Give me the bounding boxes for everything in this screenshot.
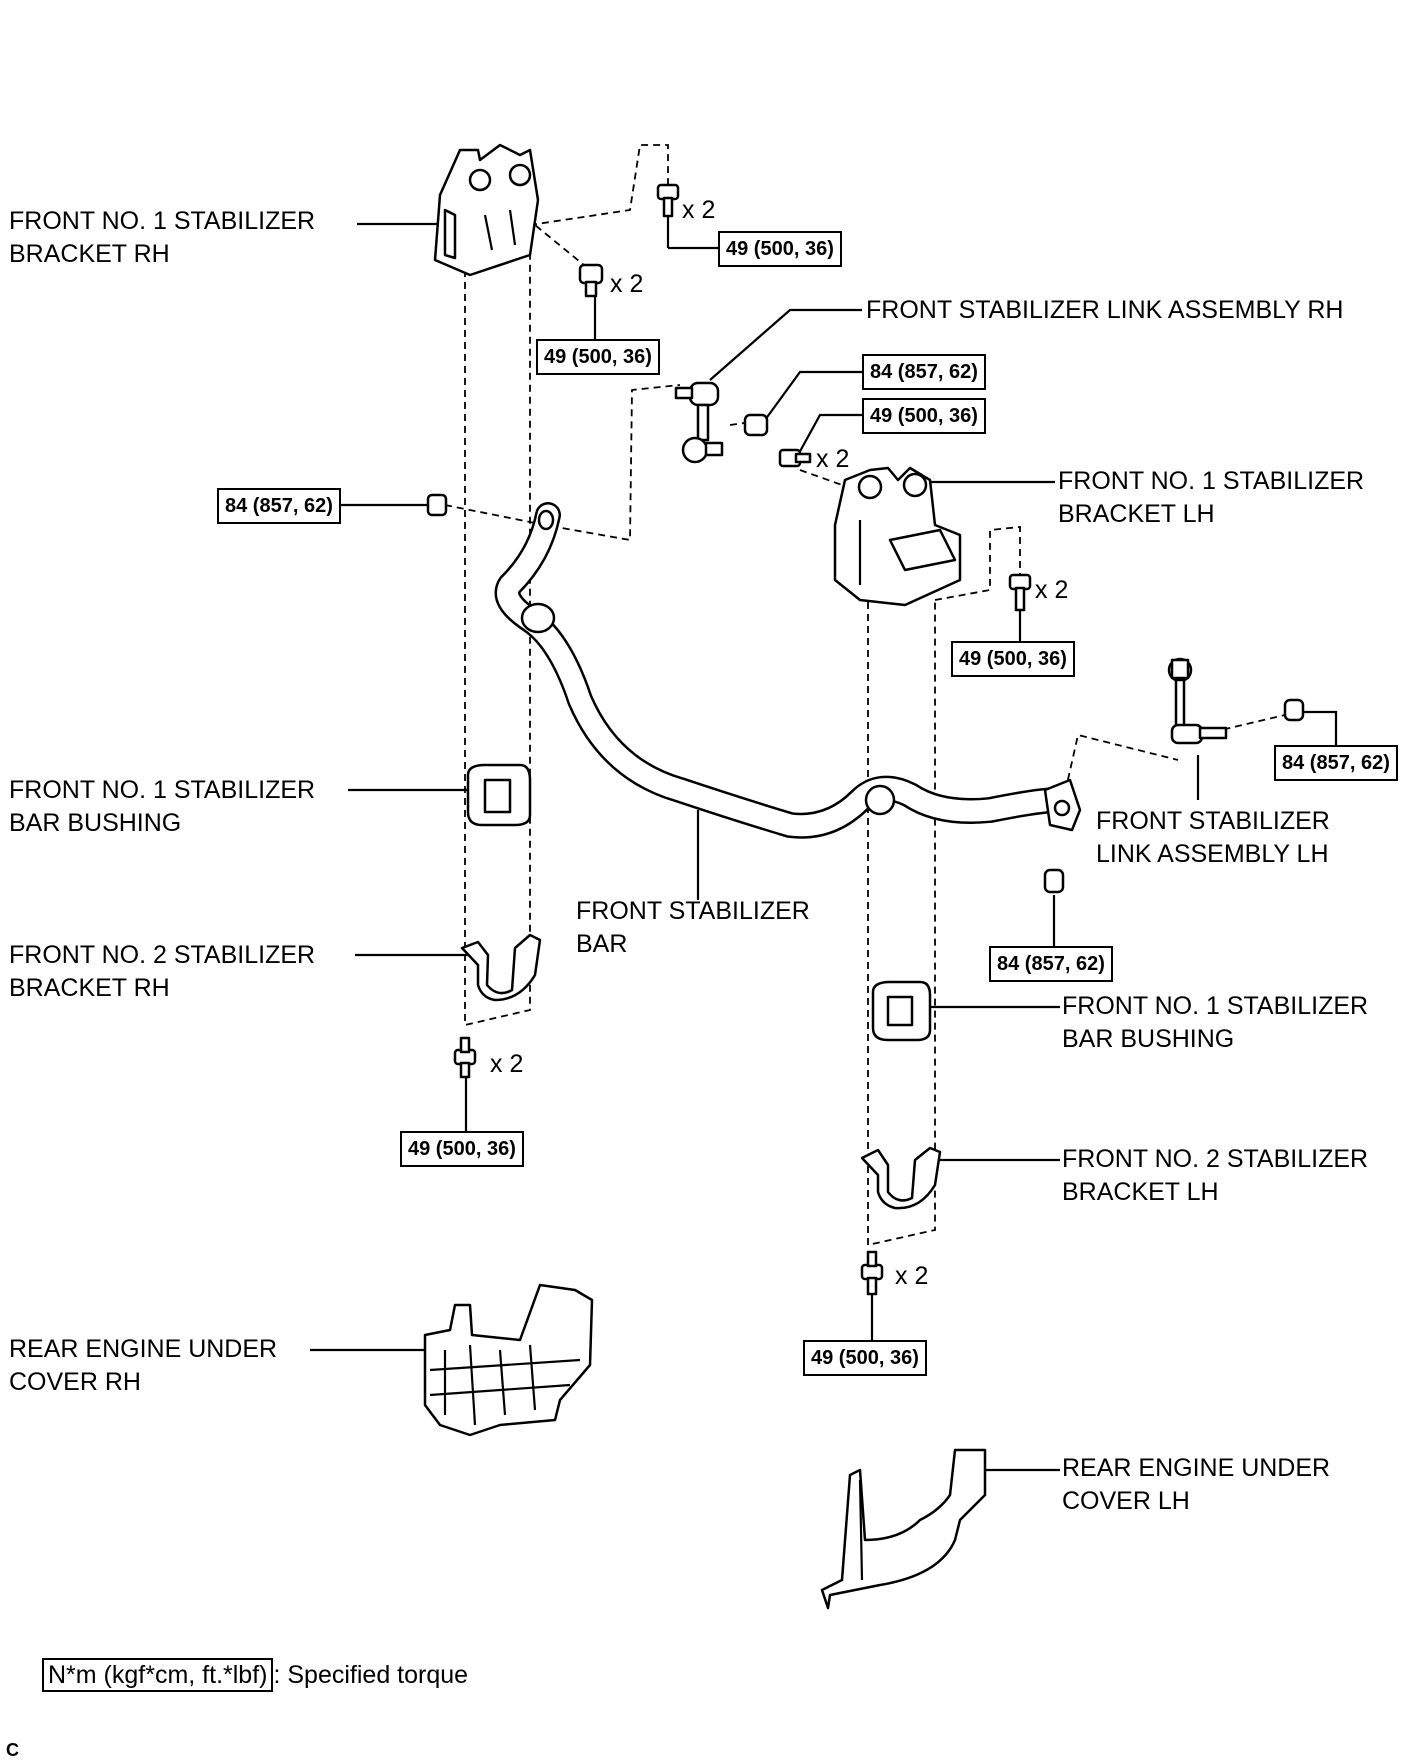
torque-spec-box: 84 (857, 62)	[989, 946, 1113, 982]
label-front-no1-stabilizer-bracket-lh: FRONT NO. 1 STABILIZER BRACKET LH	[1058, 465, 1364, 531]
label-line: BRACKET LH	[1058, 500, 1215, 528]
label-line: FRONT NO. 2 STABILIZER	[9, 941, 316, 969]
quantity-multiplier: x 2	[682, 196, 716, 224]
label-line: BAR BUSHING	[1062, 1025, 1235, 1053]
label-front-no1-stabilizer-bar-bushing-rh: FRONT NO. 1 STABILIZER BAR BUSHING	[9, 774, 315, 840]
label-line: FRONT NO. 1 STABILIZER	[1062, 992, 1369, 1020]
front-no1-stabilizer-bar-bushing-rh	[466, 763, 532, 827]
label-line: FRONT NO. 1 STABILIZER	[9, 207, 316, 235]
bolt-bracket-lh-side	[778, 448, 812, 468]
corner-mark: C	[6, 1740, 19, 1760]
torque-spec-box: 84 (857, 62)	[217, 488, 341, 524]
quantity-multiplier: x 2	[816, 445, 850, 473]
label-line: COVER LH	[1062, 1487, 1190, 1515]
label-line: REAR ENGINE UNDER	[9, 1335, 278, 1363]
torque-spec-box: 49 (500, 36)	[536, 339, 660, 375]
label-front-no2-stabilizer-bracket-lh: FRONT NO. 2 STABILIZER BRACKET LH	[1062, 1143, 1368, 1209]
bolt-bracket-lh-top	[1008, 573, 1032, 612]
rear-engine-under-cover-rh	[423, 1283, 594, 1437]
front-stabilizer-bar	[494, 502, 1082, 839]
label-line: BRACKET RH	[9, 974, 170, 1002]
bolt-bracket-rh-side	[578, 263, 604, 298]
nut-link-lh	[1283, 698, 1305, 722]
front-no2-stabilizer-bracket-lh	[860, 1146, 942, 1210]
label-line: FRONT STABILIZER	[576, 897, 810, 925]
torque-spec-box: 84 (857, 62)	[1274, 745, 1398, 781]
label-line: REAR ENGINE UNDER	[1062, 1454, 1331, 1482]
quantity-multiplier: x 2	[1035, 576, 1069, 604]
label-line: FRONT STABILIZER	[1096, 807, 1330, 835]
label-line: BAR BUSHING	[9, 809, 182, 837]
front-stabilizer-link-assembly-rh	[674, 381, 724, 464]
label-line: BAR	[576, 930, 628, 958]
quantity-multiplier: x 2	[610, 270, 644, 298]
bolt-bracket-rh-bottom	[453, 1036, 477, 1079]
label-rear-engine-under-cover-lh: REAR ENGINE UNDER COVER LH	[1062, 1452, 1330, 1518]
label-front-no2-stabilizer-bracket-rh: FRONT NO. 2 STABILIZER BRACKET RH	[9, 939, 315, 1005]
front-no2-stabilizer-bracket-rh	[460, 933, 542, 1002]
quantity-multiplier: x 2	[895, 1262, 929, 1290]
quantity-multiplier: x 2	[490, 1050, 524, 1078]
label-line: FRONT NO. 1 STABILIZER	[9, 776, 316, 804]
bolt-bracket-rh-top	[656, 183, 680, 218]
label-front-no1-stabilizer-bar-bushing-lh: FRONT NO. 1 STABILIZER BAR BUSHING	[1062, 990, 1368, 1056]
label-front-no1-stabilizer-bracket-rh: FRONT NO. 1 STABILIZER BRACKET RH	[9, 205, 315, 271]
label-line: COVER RH	[9, 1368, 141, 1396]
torque-spec-box: 84 (857, 62)	[862, 354, 986, 390]
nut-bar-rh	[426, 493, 448, 517]
label-front-stabilizer-bar: FRONT STABILIZER BAR	[576, 895, 810, 961]
front-no1-stabilizer-bracket-rh	[433, 143, 540, 277]
torque-spec-box: 49 (500, 36)	[803, 1340, 927, 1376]
legend-unit-box: N*m (kgf*cm, ft.*lbf)	[42, 1658, 274, 1692]
bolt-bracket-lh-bottom	[860, 1250, 884, 1296]
torque-spec-box: 49 (500, 36)	[718, 231, 842, 267]
torque-spec-box: 49 (500, 36)	[400, 1131, 524, 1167]
label-line: FRONT NO. 2 STABILIZER	[1062, 1145, 1369, 1173]
torque-spec-box: 49 (500, 36)	[862, 398, 986, 434]
torque-legend: N*m (kgf*cm, ft.*lbf): Specified torque	[42, 1658, 468, 1692]
label-line: FRONT STABILIZER LINK ASSEMBLY RH	[866, 296, 1344, 324]
front-no1-stabilizer-bracket-lh	[833, 466, 962, 607]
torque-spec-box: 49 (500, 36)	[951, 641, 1075, 677]
leader-lines	[310, 215, 1338, 1472]
front-stabilizer-link-assembly-lh	[1167, 657, 1228, 745]
rear-engine-under-cover-lh	[820, 1448, 987, 1610]
label-line: BRACKET RH	[9, 240, 170, 268]
label-line: LINK ASSEMBLY LH	[1096, 840, 1329, 868]
label-line: BRACKET LH	[1062, 1178, 1219, 1206]
nut-link-rh	[743, 413, 769, 437]
legend-text: : Specified torque	[273, 1661, 469, 1689]
label-front-stabilizer-link-assembly-lh: FRONT STABILIZER LINK ASSEMBLY LH	[1096, 805, 1330, 871]
label-line: FRONT NO. 1 STABILIZER	[1058, 467, 1365, 495]
front-no1-stabilizer-bar-bushing-lh	[871, 980, 932, 1042]
label-front-stabilizer-link-assembly-rh: FRONT STABILIZER LINK ASSEMBLY RH	[866, 294, 1343, 327]
label-rear-engine-under-cover-rh: REAR ENGINE UNDER COVER RH	[9, 1333, 277, 1399]
nut-bar-lh	[1043, 868, 1065, 894]
